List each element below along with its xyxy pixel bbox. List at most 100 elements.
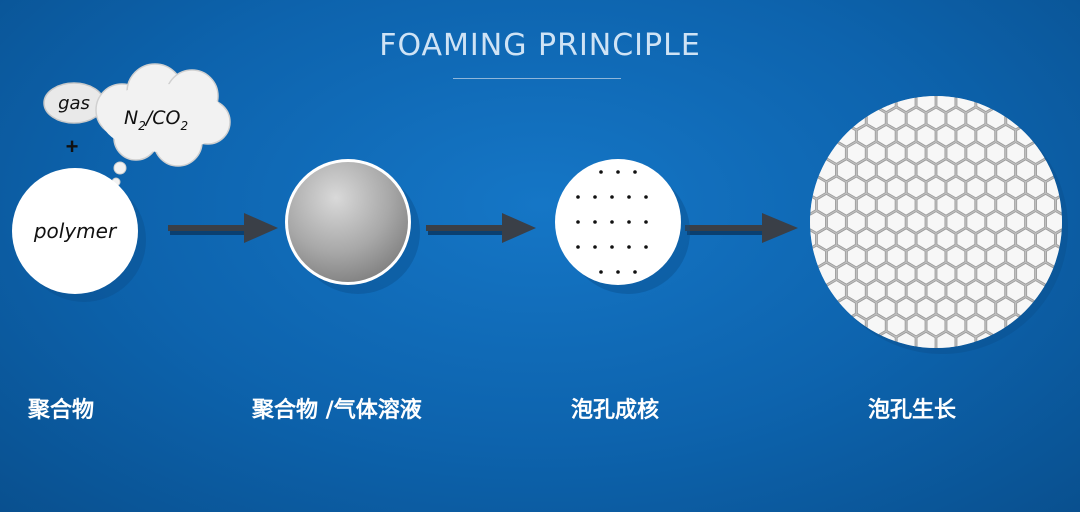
foam-cell bbox=[817, 193, 836, 216]
foam-cell bbox=[896, 297, 916, 320]
nucleation-dot bbox=[593, 195, 597, 199]
foam-cell bbox=[996, 193, 1015, 216]
foam-cell bbox=[946, 211, 966, 233]
foam-cell bbox=[976, 297, 996, 320]
foam-cell bbox=[906, 142, 926, 164]
nucleation-dot bbox=[610, 245, 614, 249]
foam-cell bbox=[886, 176, 906, 199]
foam-cell bbox=[956, 262, 976, 285]
nucleation-dot bbox=[627, 195, 631, 199]
foam-cell bbox=[916, 262, 936, 285]
foam-cell bbox=[857, 228, 876, 251]
foam-cell bbox=[1006, 211, 1025, 233]
foam-cell bbox=[1016, 159, 1035, 182]
stage-label-solution: 聚合物 /气体溶液 bbox=[252, 398, 422, 423]
foam-cell bbox=[966, 211, 986, 233]
foam-cell bbox=[946, 245, 966, 268]
foam-cell bbox=[906, 314, 926, 337]
foam-cell bbox=[996, 159, 1015, 182]
foam-cell bbox=[956, 159, 976, 182]
foam-cell bbox=[1006, 280, 1025, 302]
foam-cell bbox=[986, 211, 1006, 233]
foam-cell bbox=[996, 125, 1015, 147]
foam-cell bbox=[1026, 176, 1045, 199]
foam-cell bbox=[966, 280, 986, 302]
foam-cell bbox=[936, 125, 956, 147]
foam-cell bbox=[926, 280, 946, 302]
foam-cell bbox=[866, 142, 886, 164]
foam-cell bbox=[1006, 176, 1025, 199]
foam-cell bbox=[827, 211, 846, 233]
foam-cell bbox=[966, 107, 986, 130]
foam-cell bbox=[837, 159, 856, 182]
foam-cell bbox=[916, 193, 936, 216]
foam-cell bbox=[996, 297, 1015, 320]
polymer-label: polymer bbox=[33, 219, 118, 243]
nucleation-dot bbox=[576, 245, 580, 249]
foam-cell bbox=[896, 228, 916, 251]
foam-cell bbox=[926, 211, 946, 233]
foam-cell bbox=[906, 107, 926, 130]
foam-cell bbox=[956, 297, 976, 320]
foam-cell bbox=[866, 245, 886, 268]
solution-circle bbox=[285, 159, 420, 294]
nucleation-dot bbox=[616, 170, 620, 174]
foam-cell bbox=[906, 211, 926, 233]
foam-cell bbox=[946, 176, 966, 199]
n2-co2-label: N2/CO2 bbox=[124, 107, 188, 133]
foam-cell bbox=[876, 297, 896, 320]
foam-cell bbox=[896, 159, 916, 182]
foam-cell bbox=[906, 176, 926, 199]
foam-cell bbox=[956, 228, 976, 251]
nucleation-dot bbox=[610, 195, 614, 199]
nucleation-dot bbox=[633, 170, 637, 174]
nucleation-dot bbox=[627, 245, 631, 249]
foam-cell bbox=[1016, 193, 1035, 216]
foam-cell bbox=[866, 280, 886, 302]
foam-cell bbox=[847, 211, 866, 233]
foam-cell bbox=[857, 193, 876, 216]
stage-label-nucleation: 泡孔成核 bbox=[571, 398, 660, 423]
foam-cell bbox=[827, 176, 846, 199]
foam-cell bbox=[926, 176, 946, 199]
foam-cell bbox=[857, 297, 876, 320]
foam-cell bbox=[886, 314, 906, 337]
foam-cell bbox=[866, 211, 886, 233]
foam-cell bbox=[936, 228, 956, 251]
foam-cell bbox=[976, 125, 996, 147]
foam-cell bbox=[926, 245, 946, 268]
foam-cell bbox=[896, 125, 916, 147]
foam-cell bbox=[996, 228, 1015, 251]
foam-cell bbox=[896, 262, 916, 285]
foam-cell bbox=[906, 245, 926, 268]
foam-cell bbox=[956, 125, 976, 147]
stage-label-polymer: 聚合物 bbox=[28, 398, 95, 423]
foam-cell bbox=[986, 176, 1006, 199]
foam-cell bbox=[857, 262, 876, 285]
foam-cell bbox=[817, 228, 836, 251]
foam-cell bbox=[886, 245, 906, 268]
foam-cell bbox=[857, 159, 876, 182]
foam-cell bbox=[906, 280, 926, 302]
foam-cell bbox=[896, 193, 916, 216]
foam-cell bbox=[876, 159, 896, 182]
foam-cell bbox=[986, 245, 1006, 268]
foam-cell bbox=[936, 262, 956, 285]
foam-cell bbox=[966, 142, 986, 164]
foam-cell bbox=[956, 193, 976, 216]
foam-cell bbox=[847, 245, 866, 268]
foam-cell bbox=[936, 159, 956, 182]
foam-cell bbox=[1026, 211, 1045, 233]
nucleation-dot bbox=[627, 220, 631, 224]
foam-cell bbox=[886, 142, 906, 164]
foam-cell bbox=[1036, 228, 1055, 251]
foam-cell bbox=[847, 142, 866, 164]
foam-cell bbox=[866, 176, 886, 199]
foam-cell bbox=[837, 193, 856, 216]
nucleation-dots bbox=[576, 170, 648, 274]
foam-cell bbox=[916, 297, 936, 320]
arrow-3 bbox=[685, 213, 798, 243]
foam-cell bbox=[986, 142, 1006, 164]
foam-cell bbox=[886, 280, 906, 302]
